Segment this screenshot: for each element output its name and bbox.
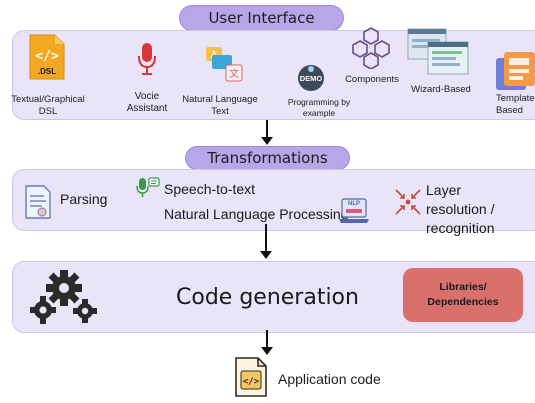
- ui-item-components-label: Components: [345, 74, 399, 85]
- code-generation-title: Code generation: [176, 285, 359, 310]
- layer-resolution-icon: [393, 187, 423, 217]
- svg-text:文: 文: [229, 67, 239, 80]
- nlp-icon-text: NLP: [348, 201, 360, 207]
- transformations-title: Transformations: [207, 149, 328, 167]
- wizard-window-icon: [407, 28, 469, 76]
- output-application-code-label: Application code: [278, 371, 381, 387]
- transformations-band: [12, 169, 535, 231]
- transformation-parsing-label: Parsing: [60, 191, 108, 207]
- dsl-file-icon: </> .DSL: [28, 33, 66, 81]
- libraries-dependencies-label: Libraries/ Dependencies: [427, 281, 499, 308]
- template-icon: [496, 50, 535, 90]
- translate-icon: A 文: [204, 46, 246, 84]
- demo-icon-text: DEMO: [299, 74, 323, 83]
- ui-item-programming-by-example-label: Programming by example: [287, 97, 351, 118]
- transformation-layer-label: Layer resolution / recognition: [426, 182, 495, 236]
- libraries-dependencies-box: Libraries/ Dependencies: [403, 268, 523, 322]
- transformation-nlp-label: Natural Language Processing: [164, 206, 349, 222]
- transformations-title-pill: Transformations: [185, 146, 350, 170]
- parsing-document-icon: [24, 184, 52, 220]
- dsl-icon-text: .DSL: [37, 67, 57, 76]
- code-file-icon: </>: [234, 356, 268, 398]
- demo-icon: DEMO: [294, 64, 328, 92]
- svg-text:</>: </>: [35, 49, 59, 64]
- microphone-icon: [136, 42, 158, 76]
- user-interface-title: User Interface: [208, 9, 315, 27]
- user-interface-title-pill: User Interface: [179, 5, 344, 31]
- speech-icon: [136, 177, 160, 199]
- ui-item-natural-language-label: Natural Language Text: [182, 94, 258, 117]
- nlp-laptop-icon: NLP: [338, 198, 370, 224]
- gears-icon: [28, 268, 98, 326]
- ui-item-dsl-label: Textual/Graphical DSL: [11, 94, 85, 117]
- transformation-speech-label: Speech-to-text: [164, 181, 256, 197]
- ui-item-voice-label: Vocie Assistant: [126, 91, 168, 114]
- ui-item-wizard-label: Wizard-Based: [411, 84, 471, 95]
- ui-item-template-label: Template Based: [496, 93, 535, 116]
- svg-text:</>: </>: [243, 377, 260, 387]
- components-icon: [350, 27, 392, 70]
